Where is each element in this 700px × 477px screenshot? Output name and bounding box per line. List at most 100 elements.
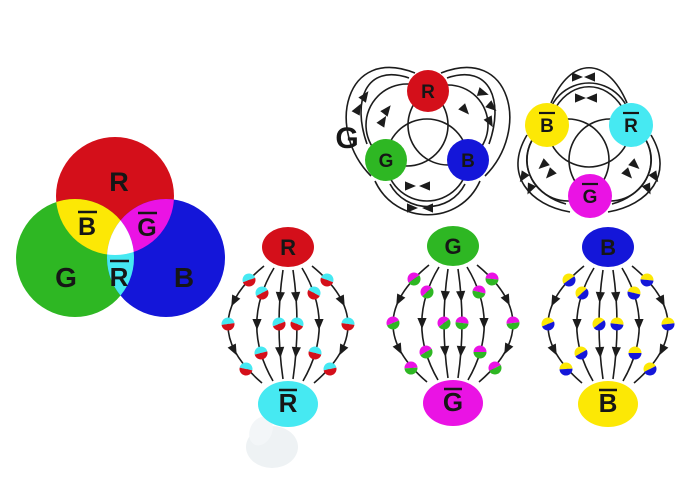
field-arrow [456,290,466,302]
field-line [575,267,595,382]
field-arrow [351,101,365,116]
baryon-antiquarks: B R G [515,66,663,218]
venn-antiblue-region [56,199,134,255]
gluon-field-label: G [335,122,358,155]
gluon-dot [574,346,588,360]
gluon-dot [404,361,418,375]
quark-red-label: R [421,82,435,103]
gluon-dot [308,346,322,360]
meson-blue-quark-label: B [600,235,616,260]
venn-antigreen-region [107,199,174,255]
field-line [621,267,641,382]
field-arrow [227,343,237,356]
field-arrow [380,102,395,117]
meson-green-antiquark-label: G [443,387,463,417]
field-arrow [231,294,241,307]
field-arrow [547,343,557,356]
field-arrow [376,113,391,128]
field-arrow [476,87,491,100]
antiquark-antired-label: R [624,116,638,137]
meson-green: G G [386,226,520,426]
field-arrow [595,291,605,303]
venn-label-blue: B [174,262,194,293]
field-arc [607,134,661,213]
field-arrow [584,72,595,82]
meson-blue-field [541,265,675,384]
quark-red [407,70,449,112]
field-arrow [456,345,466,357]
field-arrow [485,100,500,115]
meson-red-quark-label: R [280,235,296,260]
meson-green-quark [427,226,479,266]
field-arrow [335,294,345,307]
field-arrow [586,93,597,103]
quark-green-label: G [379,151,394,172]
field-arrow [659,343,669,356]
field-arrow [314,319,324,330]
field-line [255,267,275,382]
gluon-dot [640,273,654,287]
field-arrow [575,93,586,103]
gluon-dot [643,362,657,376]
gluon-dot [255,286,269,300]
field-arrow [440,345,450,357]
meson-red-antiquark [258,381,318,427]
field-arrow [396,293,406,306]
gluon-dot [341,317,355,331]
gluon-dot [559,362,573,376]
meson-green-quark-label: G [444,234,461,259]
field-arc [374,180,481,216]
field-arc [446,73,496,145]
gluon-dot [562,273,576,287]
gluon-dot [541,317,555,331]
field-arc [345,66,416,177]
meson-red: R R [221,227,355,427]
gluon-dot [592,317,606,331]
field-arrow [572,72,583,82]
field-line [301,267,321,382]
meson-green-antiquark [423,380,483,426]
venn-label-antigreen: G [137,214,156,242]
meson-red-quark [262,227,314,267]
venn-label-red: R [109,167,129,197]
field-arrow [392,342,402,355]
gluon-dot [320,273,334,287]
gluon-dot [221,317,235,331]
gluon-dot [488,361,502,375]
field-arrow [504,342,514,355]
field-arrow [634,319,644,330]
gluon-dot [575,286,589,300]
gluon-dot [485,272,499,286]
field-arrow [611,291,621,303]
field-line [466,266,486,381]
field-arc [517,134,571,213]
field-line [420,266,440,381]
field-arrow [572,319,582,330]
field-arrow [535,158,550,173]
gluon-dot [627,286,641,300]
field-arrow [440,290,450,302]
gluon-dot [437,316,451,330]
field-arrow [339,343,349,356]
gluon-dot [407,272,421,286]
meson-blue-antiquark [578,381,638,427]
gluon-dot [473,345,487,359]
venn-diagram: R B G G R B [16,137,225,317]
field-arc [550,66,628,104]
baryon-quarks: R G B [345,66,511,216]
gluon-dot [242,273,256,287]
field-arc [360,73,410,145]
gluon-dot [628,346,642,360]
antiquark-antigreen-label: G [583,187,598,208]
meson-blue-quark [582,227,634,267]
gluon-dot [290,317,304,331]
gluon-dot [419,345,433,359]
meson-red-field [221,265,355,384]
field-arc [440,66,511,177]
field-arrow [595,346,605,358]
field-arrow [291,291,301,303]
gluon-dot [254,346,268,360]
gluon-dot [420,285,434,299]
field-arc [555,85,623,108]
